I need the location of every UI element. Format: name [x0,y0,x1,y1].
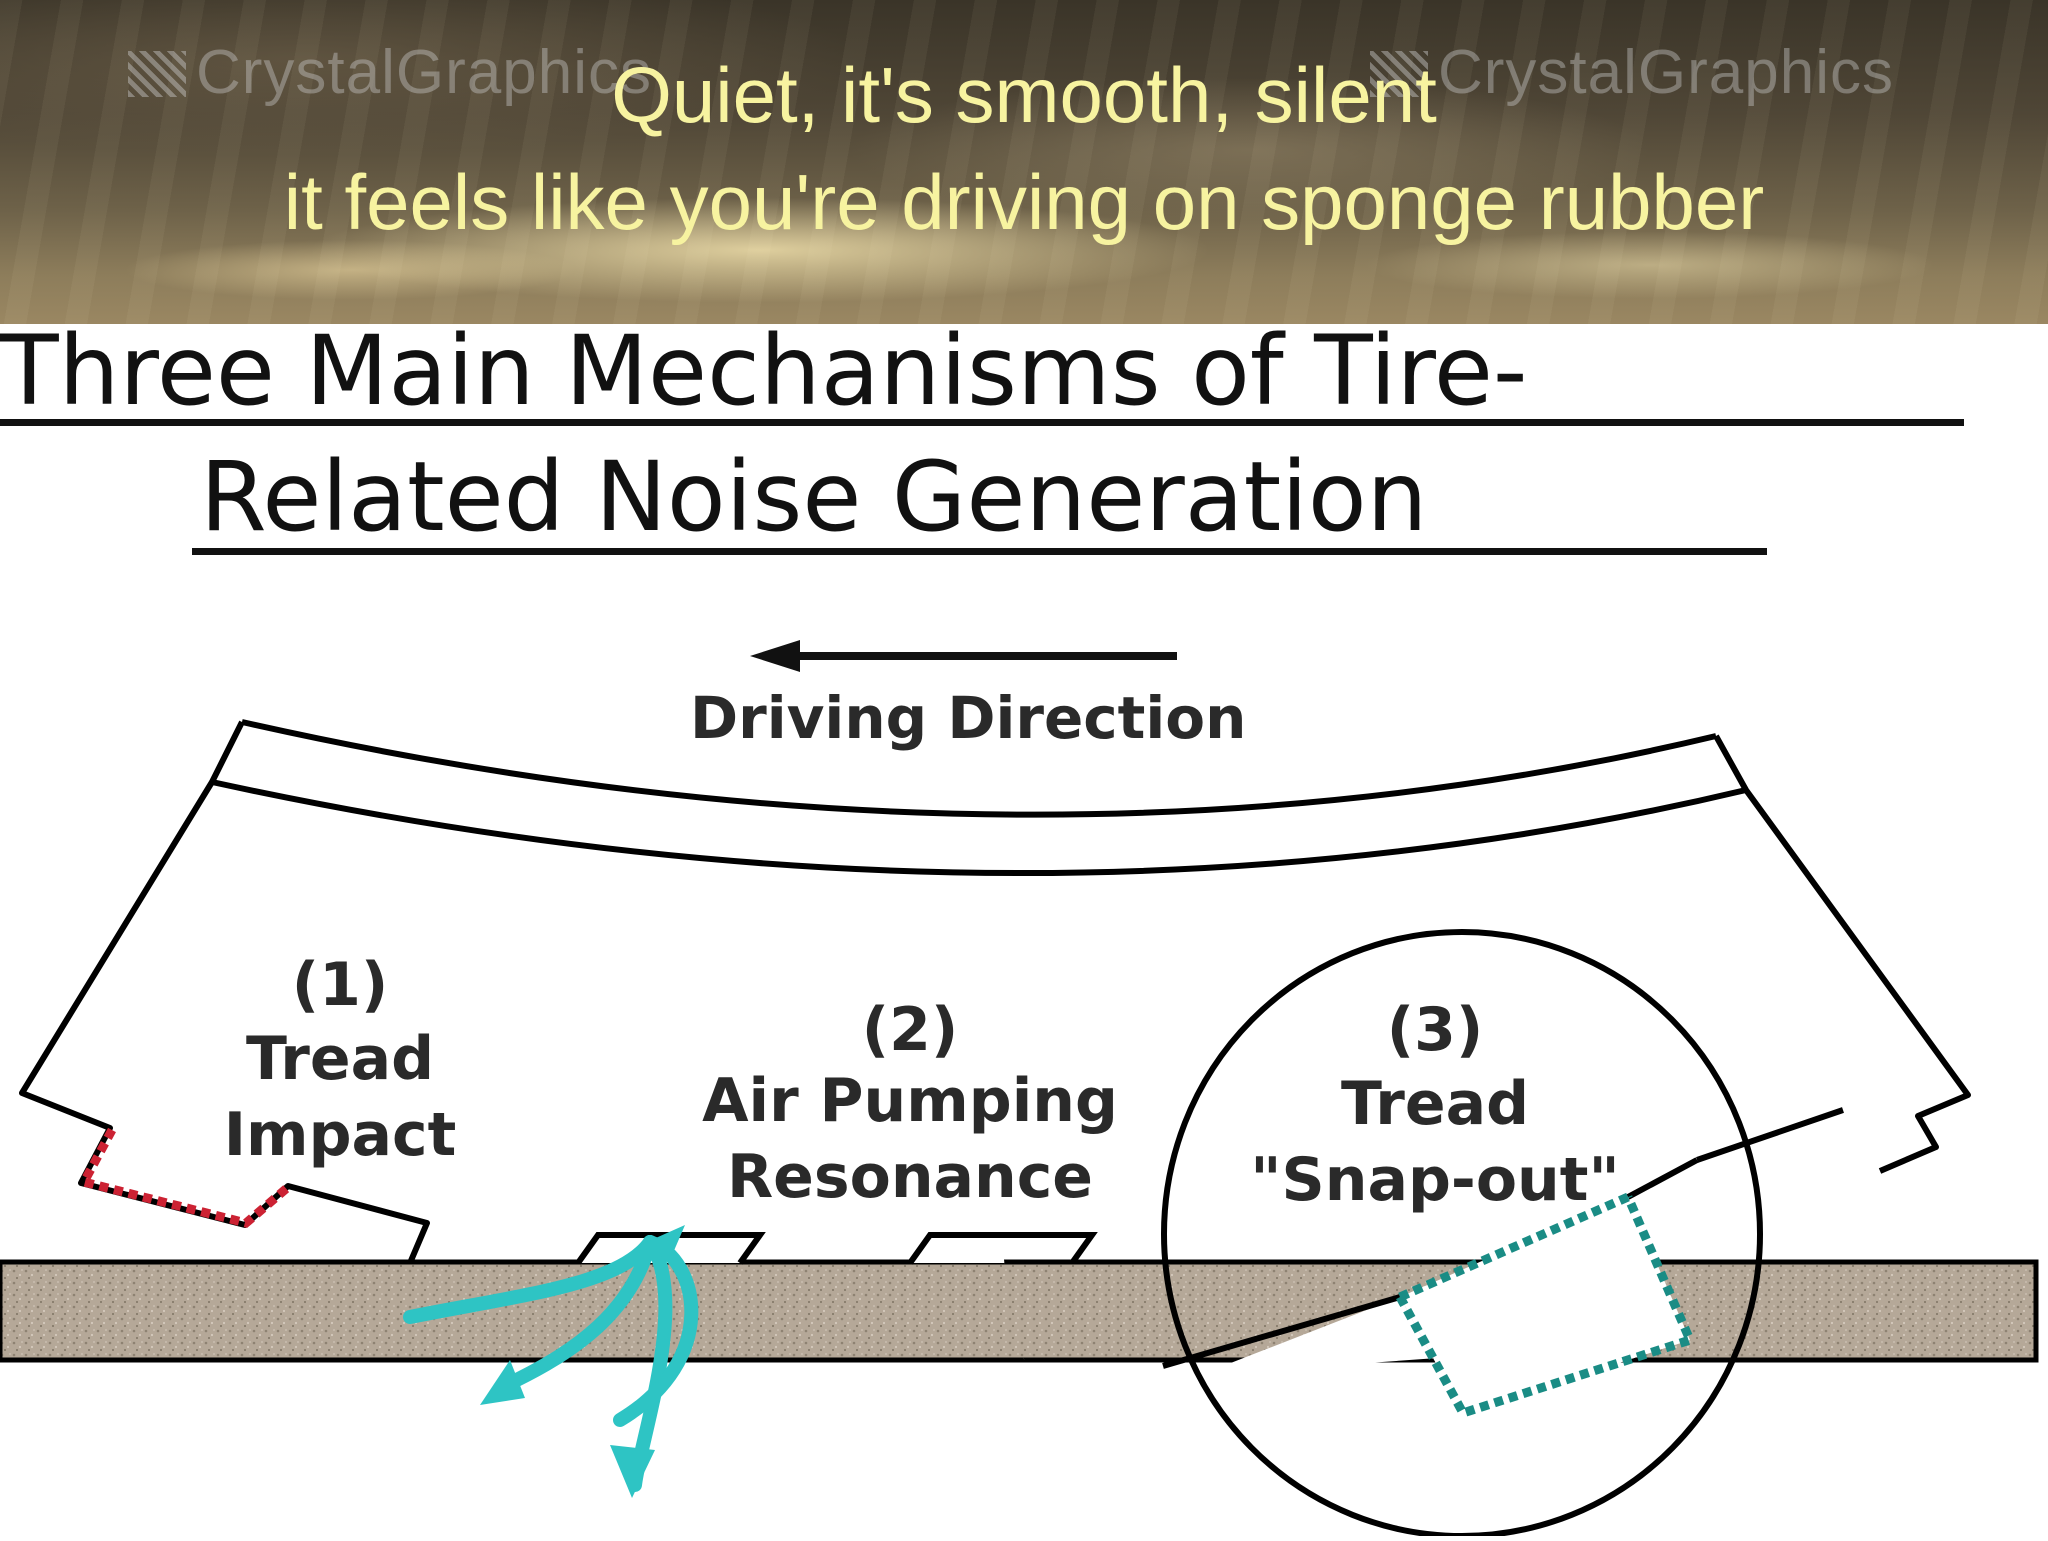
header-banner: CrystalGraphics CrystalGraphics Quiet, i… [0,0,2048,324]
mechanism-2-name-line-2: Resonance [726,1142,1093,1212]
mechanism-3-number: (3) [1386,995,1484,1065]
watermark-logo-icon [128,51,186,97]
tread-impact-highlight [77,1127,290,1228]
mechanism-1-name-line-1: Tread [245,1024,435,1094]
driving-direction-label: Driving Direction [690,684,1247,752]
tire-noise-diagram: Driving Direction (1) Tread Impact (2) A… [0,560,2048,1539]
mechanism-3-name-line-1: Tread [1340,1069,1530,1139]
title-underline-1 [0,419,1964,426]
sun-rays-decoration [0,0,2048,324]
magnifier-lens [1164,932,1760,1536]
mechanism-2-number: (2) [861,995,959,1065]
slide-title-line-2: Related Noise Generation [200,441,1428,553]
watermark-left: CrystalGraphics [128,40,652,106]
tire-diagram-svg [0,640,2039,1539]
mechanism-2-name-line-1: Air Pumping [702,1066,1118,1136]
watermark-text: CrystalGraphics [1438,38,1894,107]
tread-block [907,1232,1098,1265]
quote-line-2: it feels like you're driving on sponge r… [283,158,1765,246]
snap-out-detail [1162,1107,1844,1419]
quote-line-1: Quiet, it's smooth, silent [611,51,1437,139]
driving-direction-arrow-icon [750,640,1177,672]
mechanism-1-number: (1) [291,950,389,1020]
watermark-text: CrystalGraphics [196,38,652,107]
watermark-right: CrystalGraphics [1370,40,1894,106]
mechanism-3-name-line-2: "Snap-out" [1250,1145,1620,1215]
slide-title-line-1: Three Main Mechanisms of Tire- [0,315,1528,427]
watermark-logo-icon [1370,51,1428,97]
title-underline-2 [192,548,1767,555]
mechanism-1-name-line-2: Impact [223,1100,457,1170]
tire-cross-section [19,719,1971,1265]
air-arrowheads [480,1225,685,1498]
